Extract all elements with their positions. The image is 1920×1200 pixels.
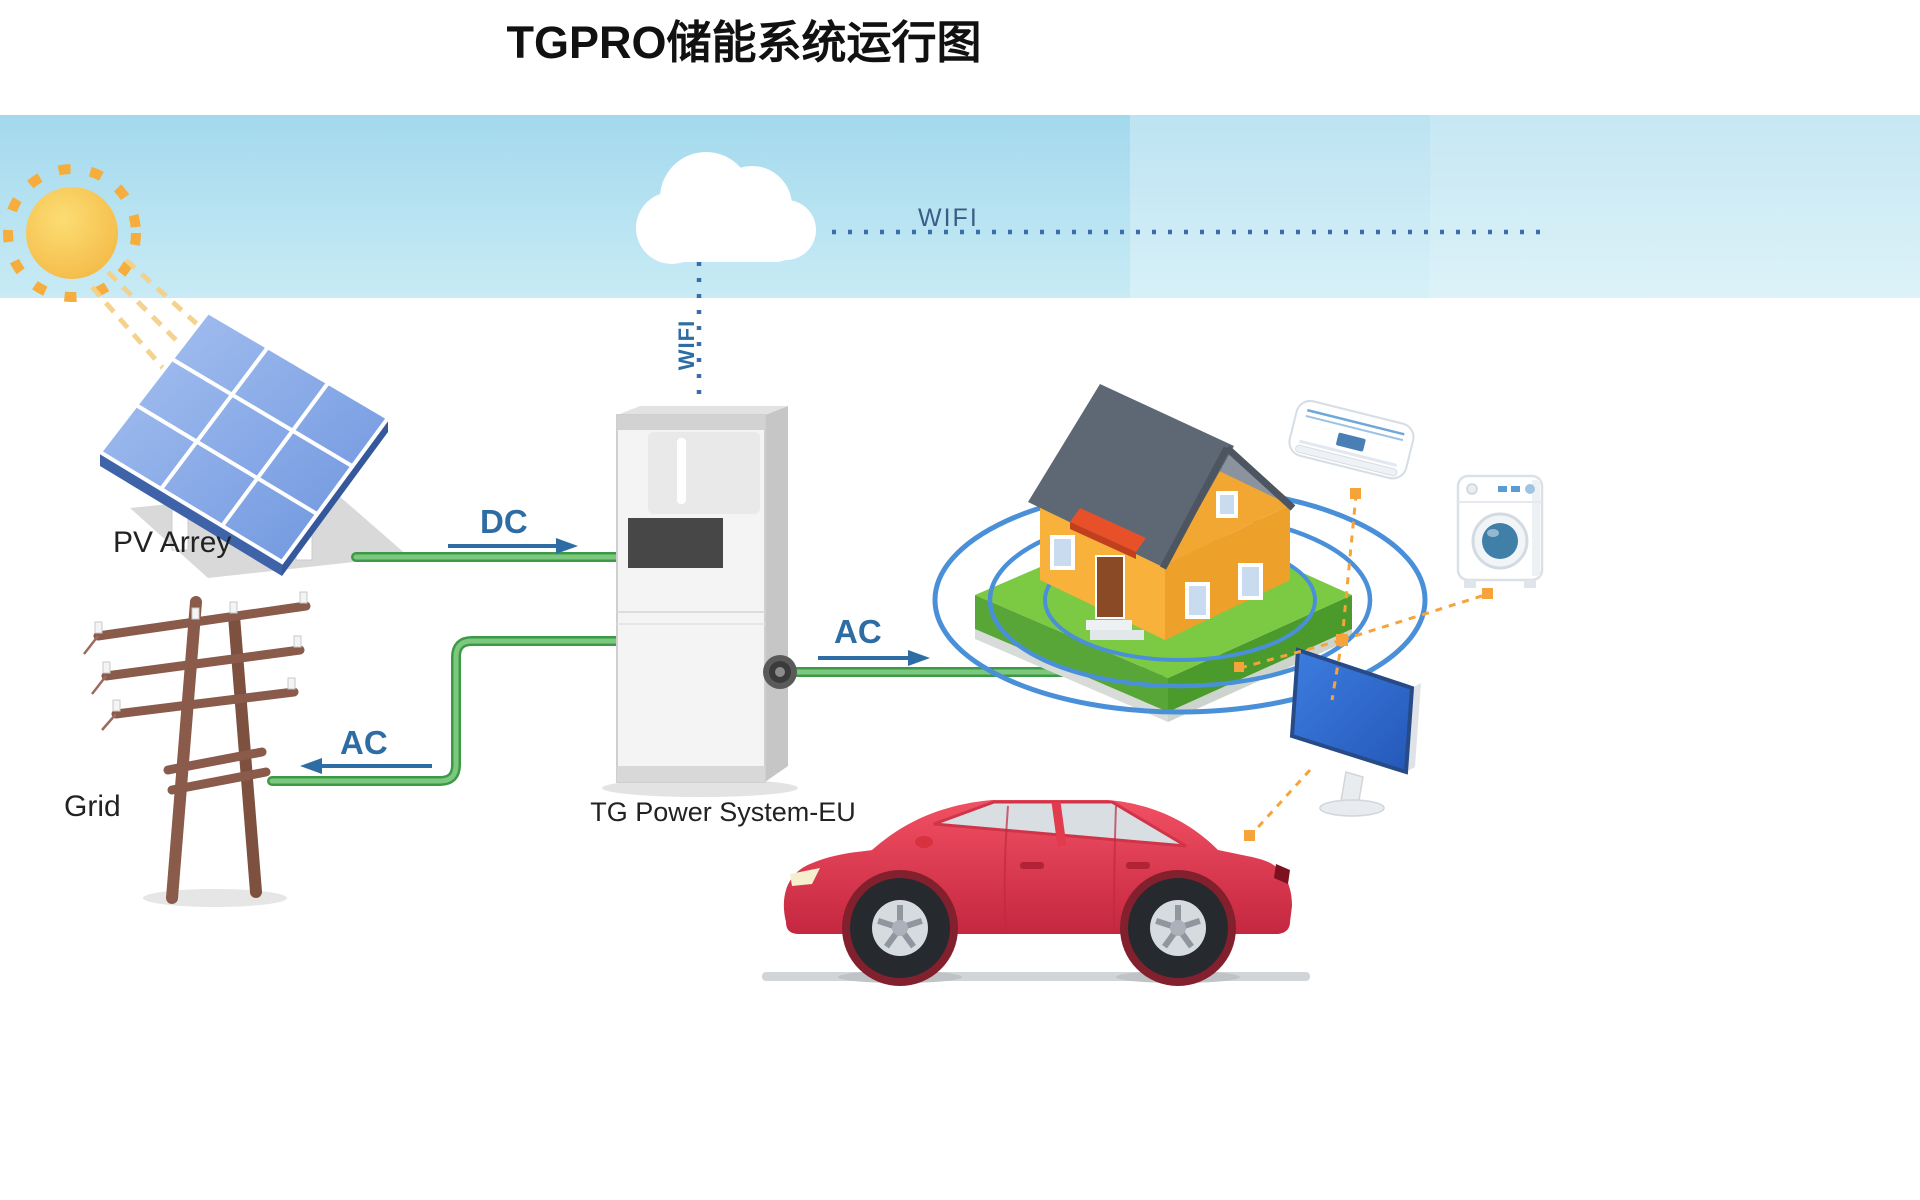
tv-icon — [1289, 647, 1421, 817]
sun-icon — [3, 164, 141, 302]
grid-label: Grid — [64, 790, 121, 823]
inverter-label: TG Power System-EU — [590, 797, 856, 827]
dc-flow-label: DC — [480, 503, 528, 540]
ac-house-arrow — [818, 650, 930, 666]
car-wheel-front — [850, 878, 950, 978]
page-title: TGPRO储能系统运行图 — [506, 17, 982, 68]
ac-house-flow-label: AC — [834, 613, 882, 650]
inverter-cabinet-icon — [602, 406, 798, 797]
air-conditioner-icon — [1288, 399, 1415, 480]
car-wheel-rear — [1128, 878, 1228, 978]
ac-grid-arrow — [300, 758, 432, 774]
link-node — [1234, 488, 1493, 841]
ac-output-connector — [763, 655, 797, 689]
wifi-dotted-line — [696, 229, 1542, 404]
ac-grid-flow-label: AC — [340, 724, 388, 761]
utility-pole-icon — [83, 591, 311, 907]
wifi-link-label: WIFI — [918, 204, 979, 232]
ac-wire-grid — [267, 636, 623, 786]
device-link-network — [1234, 488, 1493, 841]
pv-array-label: PV Arrey — [113, 526, 232, 559]
car-icon — [762, 800, 1310, 986]
cloud-icon — [636, 152, 816, 264]
solar-panel-icon — [97, 309, 408, 578]
house-icon — [1028, 384, 1296, 640]
sky-band — [0, 115, 1920, 298]
washing-machine-icon — [1456, 474, 1544, 588]
dc-arrow — [448, 538, 578, 554]
wifi-drop-label: WIFI — [674, 319, 699, 371]
